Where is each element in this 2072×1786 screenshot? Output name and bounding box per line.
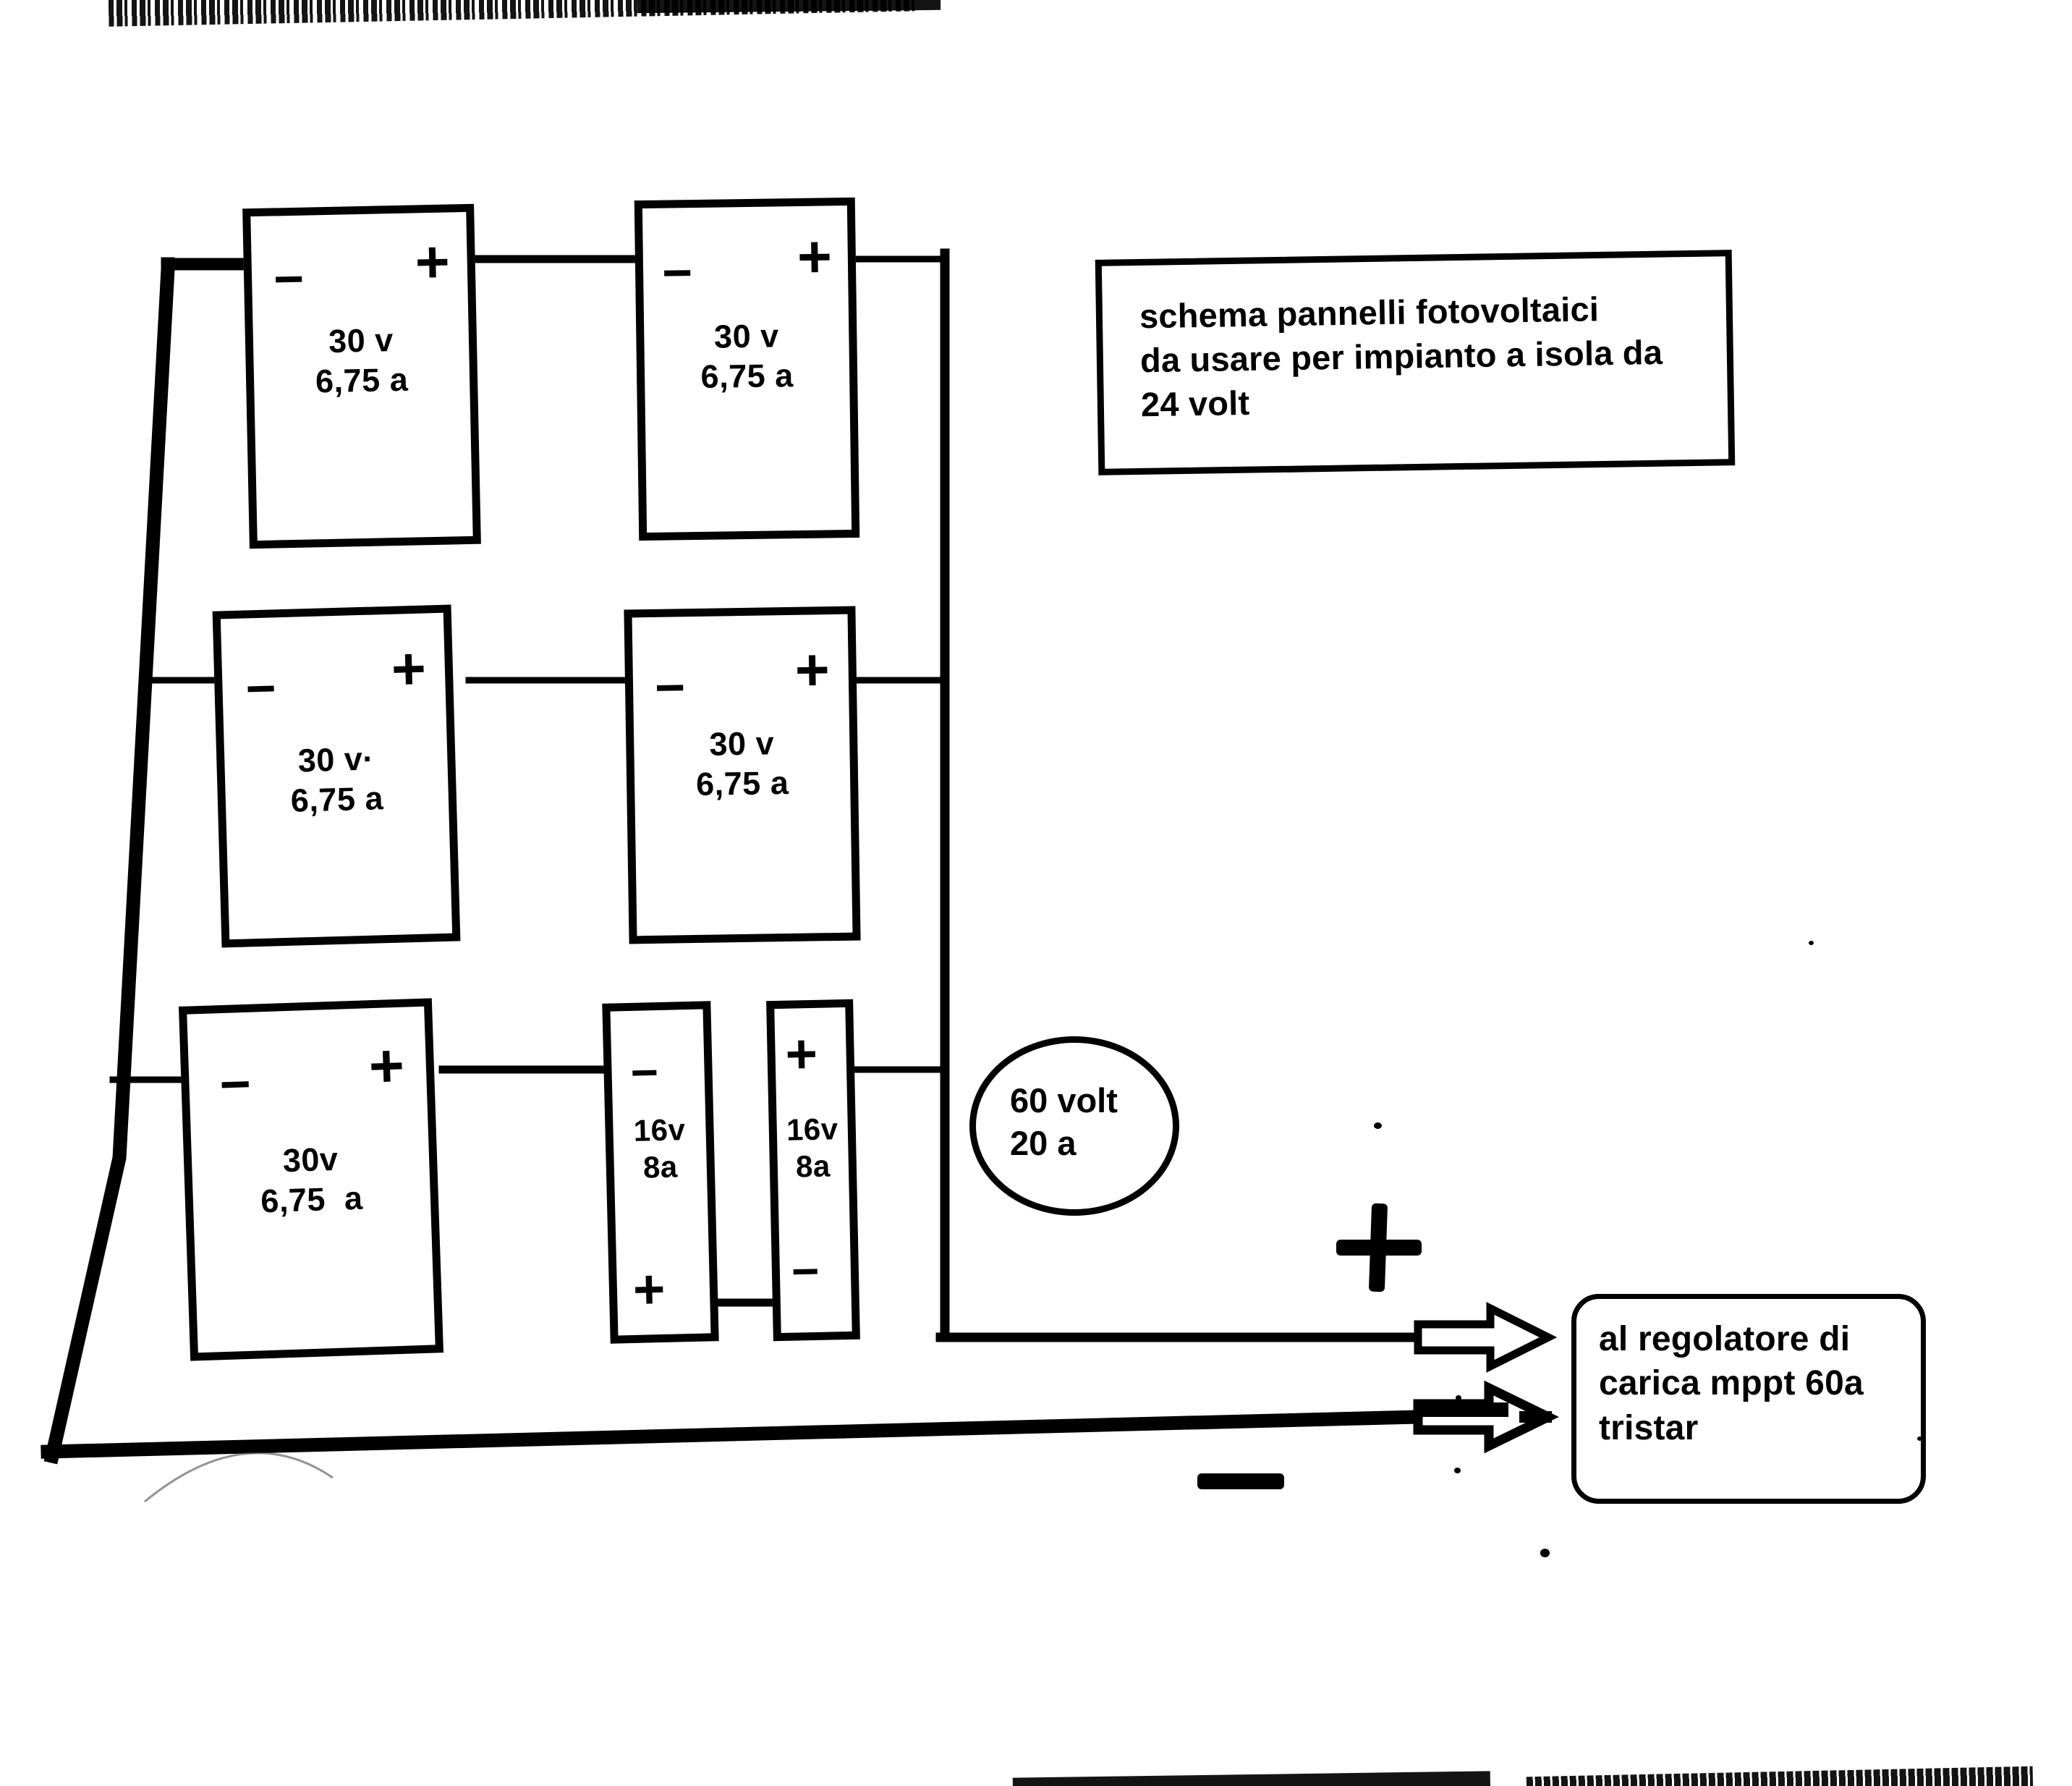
terminal-negative-r3c1: − bbox=[218, 1053, 252, 1115]
terminal-negative-r1c1: − bbox=[273, 250, 305, 309]
minus-sign-negative-lead bbox=[1197, 1473, 1284, 1489]
pencil-arc-artifact bbox=[144, 1452, 334, 1503]
regulator-callout-text: al regolatore di carica mppt 60a tristar bbox=[1599, 1320, 1864, 1447]
solar-panel-r3c1[interactable]: − + 30v 6,75 a bbox=[178, 998, 444, 1361]
solar-panel-16v-left[interactable]: − 16v 8a + bbox=[602, 1001, 719, 1344]
scan-speck-6 bbox=[1917, 1436, 1922, 1441]
terminal-positive-r1c1: + bbox=[414, 229, 451, 296]
scan-speck-2 bbox=[1456, 1395, 1461, 1400]
title-note-text: schema pannelli fotovoltaici da usare pe… bbox=[1139, 289, 1663, 424]
solar-panel-r2c1[interactable]: − + 30 v· 6,75 a bbox=[212, 604, 461, 948]
panel-rating-r1c1: 30 v 6,75 a bbox=[315, 321, 409, 400]
terminal-positive-16v-right: + bbox=[784, 1023, 818, 1085]
solar-panel-r2c2[interactable]: − + 30 v 6,75 a bbox=[624, 606, 861, 944]
panel-rating-16v-left: 16v 8a bbox=[633, 1112, 686, 1185]
solar-panel-16v-right[interactable]: + 16v 8a − bbox=[766, 999, 860, 1342]
output-rating-bubble bbox=[969, 1036, 1179, 1216]
panel-rating-r3c1: 30v 6,75 a bbox=[260, 1140, 364, 1220]
terminal-negative-r2c1: − bbox=[245, 659, 277, 719]
negative-bus-bottom bbox=[41, 1410, 1425, 1459]
scan-artifact-bottom-left bbox=[1012, 1771, 1491, 1786]
scan-speck-3 bbox=[1454, 1468, 1461, 1473]
solar-panel-r1c1[interactable]: − + 30 v 6,75 a bbox=[242, 203, 481, 549]
plus-sign-positive-lead-stem bbox=[1368, 1203, 1388, 1292]
terminal-positive-r2c1: + bbox=[390, 635, 428, 703]
scan-artifact-bottom-right bbox=[1526, 1766, 2034, 1786]
panel-rating-16v-right: 16v 8a bbox=[786, 1112, 839, 1184]
panel-rating-r2c1: 30 v· 6,75 a bbox=[290, 740, 384, 819]
terminal-positive-r3c1: + bbox=[368, 1030, 406, 1101]
arrow-positive-to-regulator bbox=[1414, 1302, 1558, 1373]
terminal-negative-16v-right: − bbox=[791, 1243, 820, 1298]
terminal-negative-r2c2: − bbox=[654, 659, 686, 717]
terminal-positive-16v-left: + bbox=[632, 1258, 666, 1321]
solar-panel-r1c2[interactable]: − + 30 v 6,75 a bbox=[634, 197, 860, 541]
panel-rating-r2c2: 30 v 6,75 a bbox=[695, 724, 789, 803]
arrow-negative-to-regulator bbox=[1413, 1380, 1559, 1454]
terminal-positive-r2c2: + bbox=[794, 637, 831, 703]
terminal-positive-r1c2: + bbox=[797, 224, 833, 291]
terminal-negative-r1c2: − bbox=[661, 244, 693, 302]
output-rating-text: 60 volt 20 a bbox=[1010, 1081, 1118, 1162]
panel-rating-r1c2: 30 v 6,75 a bbox=[700, 317, 794, 395]
scan-speck-5 bbox=[1809, 941, 1814, 945]
terminal-negative-16v-left: − bbox=[629, 1045, 660, 1099]
regulator-callout-box bbox=[1571, 1294, 1926, 1504]
scan-speck-1 bbox=[1374, 1122, 1382, 1129]
scan-speck-4 bbox=[1540, 1549, 1550, 1557]
